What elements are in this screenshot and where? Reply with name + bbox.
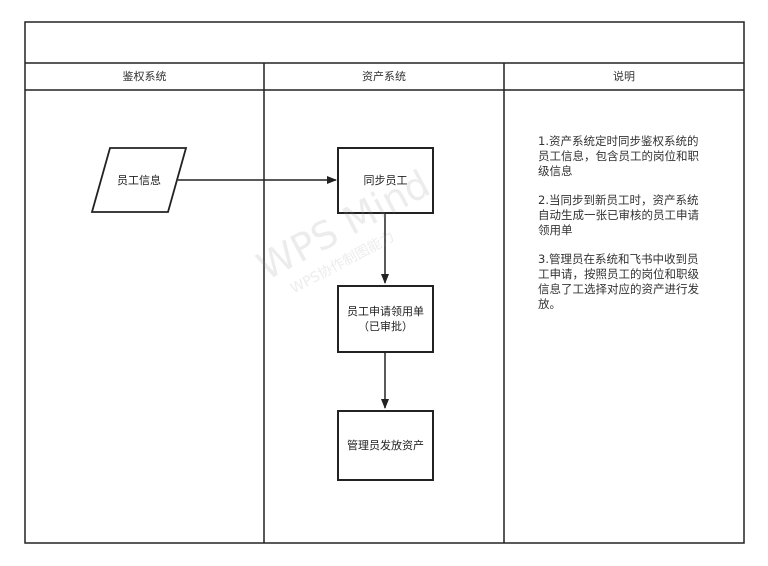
note-1: 1.资产系统定时同步鉴权系统的员工信息，包含员工的岗位和职级信息 [538,134,699,178]
requisition-label: 员工申请领用单（已审批） [347,305,424,333]
employee-info-shape [90,147,188,213]
requisition-node: 员工申请领用单（已审批） [337,285,434,353]
sync-employee-label: 同步员工 [363,174,408,187]
lane-title-asset: 资产系统 [362,70,406,83]
note-3: 3.管理员在系统和飞书中收到员工申请，按照员工的岗位和职级信息了工选择对应的资产… [538,252,699,311]
notes-column: 1.资产系统定时同步鉴权系统的员工信息，包含员工的岗位和职级信息 2.当同步到新… [538,134,708,326]
outer-frame [24,21,745,544]
note-2: 2.当同步到新员工时，资产系统自动生成一张已审核的员工申请领用单 [538,193,699,237]
admin-issue-label: 管理员发放资产 [347,439,424,452]
employee-info-node: 员工信息 [94,148,184,212]
lane-title-notes: 说明 [613,70,635,83]
admin-issue-node: 管理员发放资产 [337,410,434,481]
lane-title-auth: 鉴权系统 [122,70,167,83]
sync-employee-node: 同步员工 [337,147,434,214]
employee-info-label: 员工信息 [117,174,161,187]
